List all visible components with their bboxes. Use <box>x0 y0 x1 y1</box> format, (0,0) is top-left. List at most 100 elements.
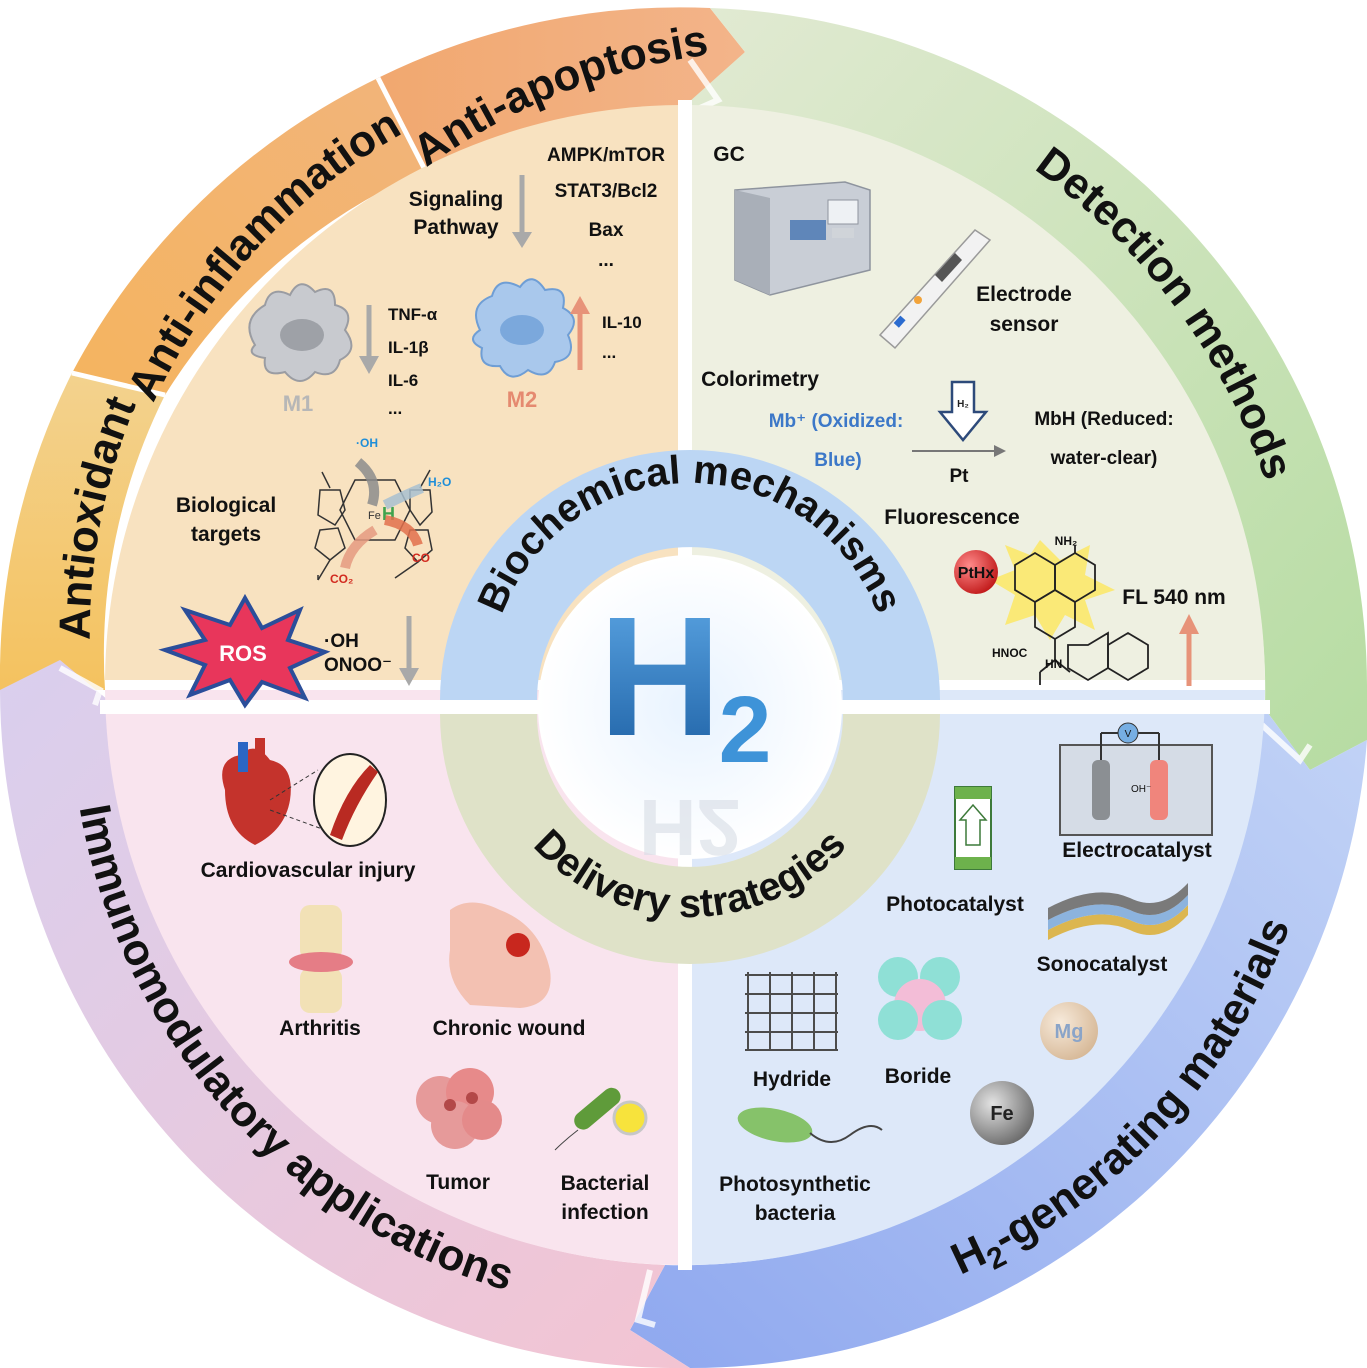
m2-label: M2 <box>507 387 538 412</box>
co-label: CO <box>412 551 430 565</box>
fe-label: Fe <box>990 1103 1013 1125</box>
m1-macrophage-icon <box>248 283 353 382</box>
materials-panel: V OH⁻ Electrocatalyst Photocatalyst Sono… <box>719 722 1213 1225</box>
pt-label: Pt <box>950 466 970 487</box>
heme-structure-icon <box>314 469 433 581</box>
photosynthetic-bacteria-line1: Photosynthetic <box>719 1173 871 1196</box>
ros-species: ONOO⁻ <box>324 655 392 676</box>
bacteria-icon <box>554 1087 648 1151</box>
hn-label: HN <box>1045 657 1062 671</box>
voltmeter-v-label: V <box>1125 729 1132 740</box>
h2-subscript-2: 2 <box>719 677 772 783</box>
outer-ring <box>0 7 1367 1368</box>
heart-icon <box>222 738 291 845</box>
fl-540-label: FL 540 nm <box>1122 586 1225 609</box>
electrode-sensor-line1: Electrode <box>976 283 1072 306</box>
ring-segment-anti-inflammation <box>72 78 425 395</box>
fe-label: Fe <box>368 510 381 522</box>
m1-cytokine: IL-1β <box>388 338 429 357</box>
signaling-pathway-line2: Pathway <box>413 216 499 239</box>
hydride-lattice-icon <box>745 972 838 1051</box>
center-ring: H 2 H2 Biochemical mechanisms Delivery s… <box>440 447 940 964</box>
pathway-item: STAT3/Bcl2 <box>555 181 658 202</box>
photosynthetic-bacteria-line2: bacteria <box>755 1202 836 1225</box>
applications-panel: Cardiovascular injury Arthritis Chronic … <box>201 738 650 1224</box>
h2-hollow-arrow-icon <box>937 380 989 442</box>
zoom-line <box>269 809 326 831</box>
chronic-wound-label: Chronic wound <box>433 1017 586 1040</box>
chronic-wound-icon <box>449 902 551 1008</box>
electrocatalyst-label: Electrocatalyst <box>1062 839 1211 862</box>
signaling-down-arrow <box>512 175 532 248</box>
h2-reflection: H2 <box>639 783 741 872</box>
hnoc-label: HNOC <box>992 646 1028 660</box>
co2-label: CO₂ <box>330 572 353 586</box>
ros-starburst-icon <box>158 593 331 709</box>
vessel-plaque-icon <box>330 765 378 840</box>
ring-segment-antioxidant <box>0 373 165 690</box>
m1-cytokine: ... <box>388 399 402 418</box>
m1-cytokine: TNF-α <box>388 305 438 324</box>
m2-macrophage-icon <box>472 278 575 378</box>
mb-oxidized-line2: Blue) <box>814 450 862 471</box>
m1-down-arrow <box>359 305 379 374</box>
boride-label: Boride <box>885 1065 952 1088</box>
bacterial-infection-line2: infection <box>561 1201 649 1224</box>
ring-segment-materials <box>630 705 1367 1368</box>
joint-icon <box>289 905 353 1013</box>
pthx-particle-icon <box>954 550 998 594</box>
voltmeter-icon <box>1117 722 1139 744</box>
boride-cluster-icon <box>878 957 962 1040</box>
fluorescence-label: Fluorescence <box>884 506 1019 529</box>
h2o-reaction-arrow <box>382 483 424 510</box>
m1-cytokine: IL-6 <box>388 371 418 390</box>
gas-chromatograph-icon <box>734 181 871 296</box>
mbh-reduced-line1: MbH (Reduced: <box>1034 409 1173 430</box>
photocatalyst-cell-icon <box>954 786 992 870</box>
co2-reaction-arrow <box>340 525 378 570</box>
ros-species: ·OH <box>324 631 359 652</box>
m1-label: M1 <box>283 391 314 416</box>
tumor-icon <box>416 1068 502 1149</box>
h2o-label: H₂O <box>428 475 451 489</box>
h2-letter-h: H <box>599 582 722 772</box>
h2-arrow-label: H₂ <box>957 399 969 410</box>
probe-molecule-icon <box>1014 545 1149 685</box>
mb-oxidized-line1: Mb⁺ (Oxidized: <box>769 411 904 432</box>
nh2-label: NH₂ <box>1055 534 1078 548</box>
hydride-label: Hydride <box>753 1068 831 1091</box>
signaling-pathway-line1: Signaling <box>409 188 504 211</box>
ros-label: ROS <box>219 641 267 666</box>
photosynthetic-bacteria-icon <box>737 1107 883 1143</box>
m2-cytokine: ... <box>602 343 616 362</box>
oh-reaction-arrow <box>354 458 380 507</box>
bacterial-infection-line1: Bacterial <box>561 1172 650 1195</box>
pathway-item: Bax <box>589 220 624 241</box>
tumor-label: Tumor <box>426 1171 490 1194</box>
oh-minus-label: OH⁻ <box>1131 784 1151 795</box>
oh-radical-label: ·OH <box>356 436 378 450</box>
center-top-band <box>440 450 940 700</box>
fe-ball-icon <box>970 1081 1034 1145</box>
sonocatalyst-label: Sonocatalyst <box>1037 953 1168 976</box>
pathway-item: AMPK/mTOR <box>547 145 665 166</box>
m2-cytokine: IL-10 <box>602 313 642 332</box>
pathway-item: ... <box>598 250 614 271</box>
detection-panel: GC Electrode sensor Colorimetry Mb⁺ (Oxi… <box>701 143 1226 686</box>
gc-label: GC <box>713 143 745 166</box>
pt-reaction-arrow <box>912 445 1006 457</box>
center-disc <box>538 555 842 859</box>
ring-segment-detection <box>680 8 1367 770</box>
m2-up-arrow <box>570 296 590 370</box>
ros-down-arrow <box>399 616 419 686</box>
mechanisms-panel: Signaling Pathway AMPK/mTOR STAT3/Bcl2 B… <box>158 145 665 709</box>
arthritis-label: Arthritis <box>279 1017 361 1040</box>
sonocatalyst-layers-icon <box>1048 883 1188 940</box>
photocatalyst-label: Photocatalyst <box>886 893 1024 916</box>
electrocatalyst-cell-icon: V OH⁻ <box>1059 722 1213 836</box>
mg-ball-icon <box>1040 1002 1098 1060</box>
center-bottom-band <box>440 714 940 964</box>
fluorescence-glow-icon <box>990 540 1115 640</box>
colorimetry-label: Colorimetry <box>701 368 819 391</box>
